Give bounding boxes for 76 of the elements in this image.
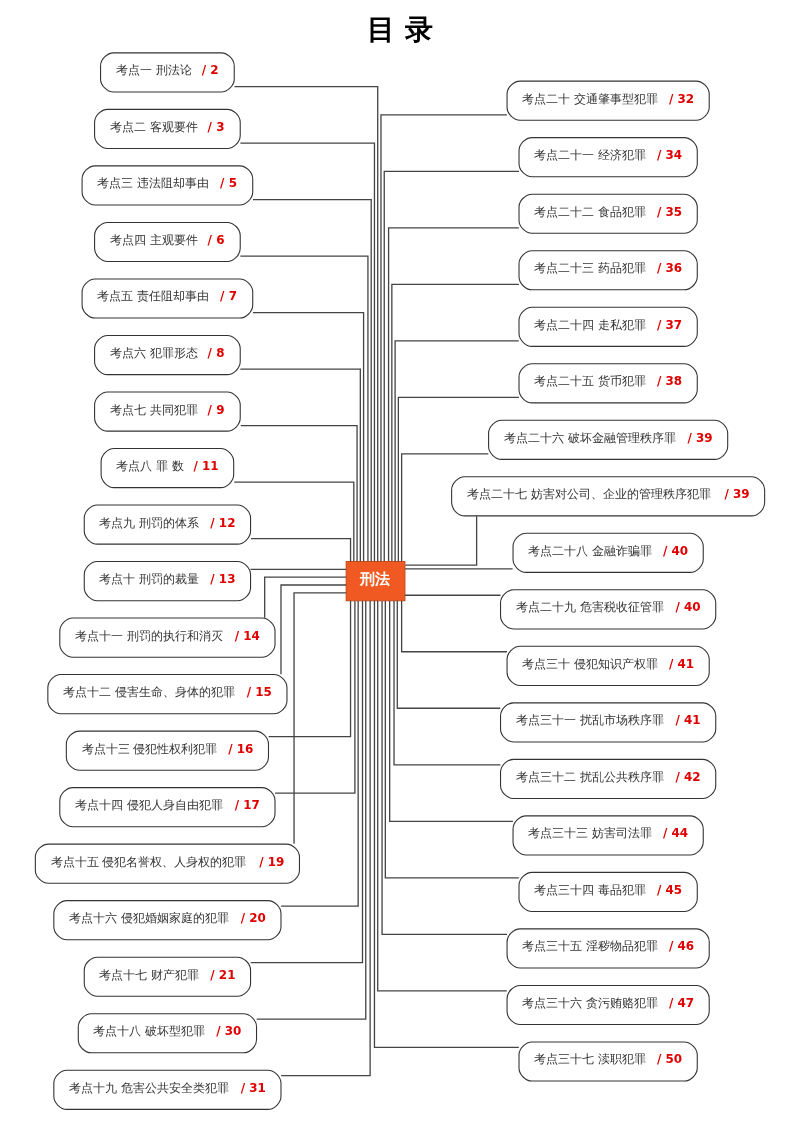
node-box: 考点三十六 贪污贿赂犯罪 / 47 xyxy=(506,984,710,1026)
connector xyxy=(404,515,477,566)
connector xyxy=(279,584,347,675)
connector xyxy=(373,600,519,1049)
node-box: 考点四 主观要件 / 6 xyxy=(93,221,241,263)
node-box: 考点十七 财产犯罪 / 21 xyxy=(83,956,251,997)
connector xyxy=(388,600,514,822)
node-box: 考点三 违法阻却事由 / 5 xyxy=(81,165,253,206)
diagram-title: 目 录 xyxy=(366,12,433,46)
node-box: 考点二十一 经济犯罪 / 34 xyxy=(517,137,698,178)
connector xyxy=(403,594,501,596)
node-box: 考点十六 侵犯婚姻家庭的犯罪 / 20 xyxy=(52,900,282,941)
connector xyxy=(393,340,519,563)
node-box: 考点三十二 扰乱公共秩序罪 / 42 xyxy=(499,758,716,800)
node-box: 考点二十五 货币犯罪 / 38 xyxy=(517,363,698,404)
connector xyxy=(239,368,361,562)
node-box: 考点三十四 毒品犯罪 / 45 xyxy=(517,871,698,913)
connector xyxy=(251,198,372,562)
node-box: 考点三十 侵犯知识产权罪 / 41 xyxy=(506,645,710,686)
connector xyxy=(279,600,359,907)
node-box: 考点三十五 淫秽物品犯罪 / 46 xyxy=(506,928,710,969)
node-box: 考点二十八 金融诈骗罪 / 40 xyxy=(512,532,704,573)
connector xyxy=(396,600,501,709)
node-box: 考点三十三 妨害司法罪 / 44 xyxy=(512,815,704,856)
node-box: 考点三十一 扰乱市场秩序罪 / 41 xyxy=(499,702,716,743)
node-box: 考点二十三 药品犯罪 / 36 xyxy=(517,250,698,291)
node-box: 考点二十九 危害税收征管罪 / 40 xyxy=(499,589,716,630)
connector xyxy=(239,255,369,562)
node-box: 考点十八 破坏型犯罪 / 30 xyxy=(77,1013,257,1054)
node-box: 考点十四 侵犯人身自由犯罪 / 17 xyxy=(58,787,276,828)
connector xyxy=(239,142,375,563)
connector xyxy=(403,568,513,570)
connector xyxy=(249,600,363,964)
connector xyxy=(249,568,347,570)
connector xyxy=(255,600,366,1020)
node-box: 考点五 责任阻却事由 / 7 xyxy=(81,278,253,319)
connector xyxy=(233,481,354,562)
node-box: 考点九 刑罚的体系 / 12 xyxy=(83,504,251,545)
node-box: 考点二十六 破坏金融管理秩序罪 / 39 xyxy=(487,419,728,460)
node-box: 考点三十七 渎职犯罪 / 50 xyxy=(517,1041,698,1082)
node-box: 考点十五 侵犯名誉权、人身权的犯罪 / 19 xyxy=(34,843,300,884)
node-box: 考点六 犯罪形态 / 8 xyxy=(93,334,241,376)
node-box: 考点二十七 妨害对公司、企业的管理秩序犯罪 / 39 xyxy=(450,476,765,517)
connector xyxy=(280,600,371,1077)
node-box: 考点二十四 走私犯罪 / 37 xyxy=(517,306,698,347)
connector xyxy=(387,227,519,562)
connector xyxy=(251,312,364,562)
connector xyxy=(392,600,501,766)
connector xyxy=(384,600,519,879)
node-box: 考点十三 侵犯性权利犯罪 / 16 xyxy=(65,730,269,771)
connector xyxy=(267,600,351,738)
node-box: 刑法 xyxy=(345,561,405,602)
connector xyxy=(249,538,351,563)
node-box: 考点二十 交通肇事型犯罪 / 32 xyxy=(506,80,710,121)
connector xyxy=(397,396,519,563)
node-box: 考点十一 刑罚的执行和消灭 / 14 xyxy=(58,617,276,658)
node-box: 考点二十二 食品犯罪 / 35 xyxy=(517,193,698,234)
connector xyxy=(263,576,347,619)
connector xyxy=(376,600,507,992)
connector xyxy=(400,453,489,563)
node-box: 考点一 刑法论 / 2 xyxy=(99,52,235,93)
connector xyxy=(380,600,508,935)
node-box: 考点八 罪 数 / 11 xyxy=(100,447,234,489)
node-box: 考点十九 危害公共安全类犯罪 / 31 xyxy=(52,1069,282,1110)
node-box: 考点七 共同犯罪 / 9 xyxy=(93,391,241,432)
connector xyxy=(400,600,508,653)
node-box: 考点十 刑罚的裁量 / 13 xyxy=(83,561,251,602)
connector xyxy=(233,85,378,563)
connector xyxy=(390,283,520,562)
connector xyxy=(379,114,507,562)
connector xyxy=(273,600,356,794)
connector xyxy=(292,592,347,845)
node-box: 考点二 客观要件 / 3 xyxy=(93,108,241,150)
connector xyxy=(383,170,520,562)
node-box: 考点十二 侵害生命、身体的犯罪 / 15 xyxy=(46,674,287,715)
connector xyxy=(239,425,358,563)
